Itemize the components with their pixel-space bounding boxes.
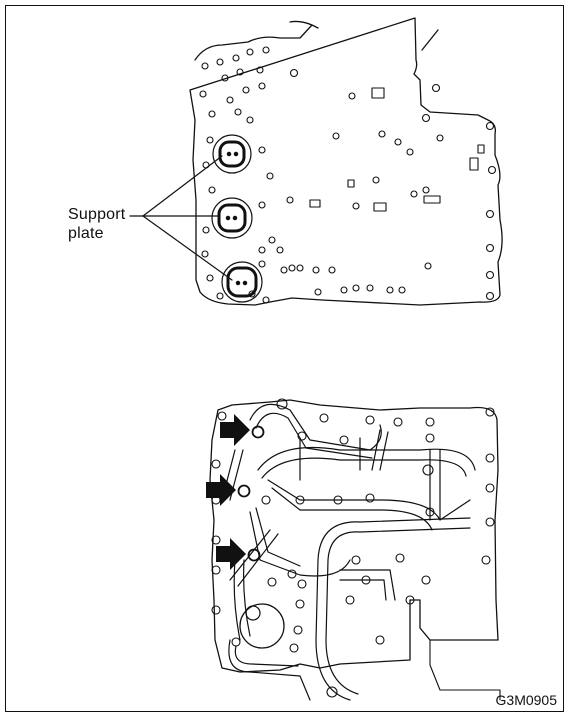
callout-leaders [129, 155, 233, 281]
check-ball-holes [237, 425, 265, 562]
plate-outline [189, 17, 503, 306]
plate-slots [309, 87, 485, 212]
valve-plate-top [129, 17, 503, 306]
support-plates [211, 134, 263, 303]
figure-frame [5, 5, 564, 712]
arrow-right-icon [220, 414, 250, 446]
support-plate-label: Support plate [68, 205, 125, 243]
plate-holes [199, 46, 497, 304]
support-plate-label-line1: Support [68, 206, 126, 223]
body-outline [209, 399, 499, 673]
body-holes [211, 398, 495, 698]
valve-body-bottom [206, 398, 501, 701]
support-plate-label-line2: plate [68, 225, 104, 242]
arrow-right-icon [216, 538, 246, 570]
arrow-right-icon [206, 474, 236, 506]
figure-code: G3M0905 [495, 692, 557, 708]
oil-passages [221, 403, 476, 701]
